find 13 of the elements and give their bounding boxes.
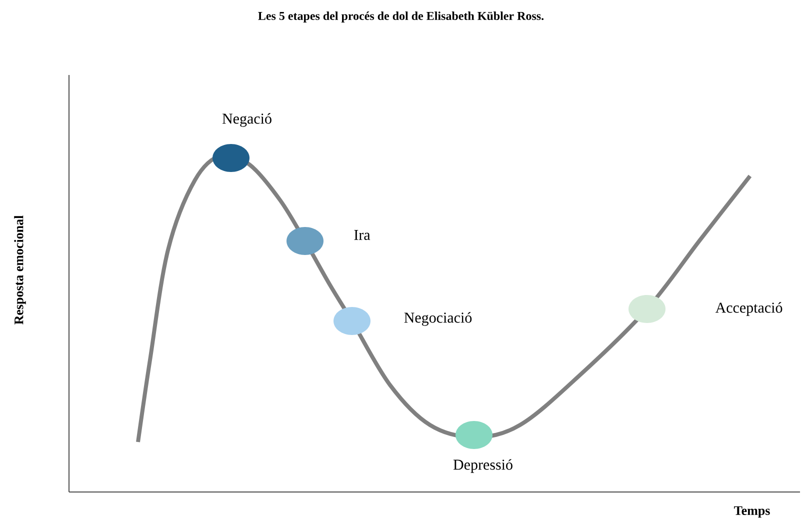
stage-label: Acceptació bbox=[715, 302, 782, 316]
stage-label: Ira bbox=[354, 230, 370, 240]
stage-label: Negociació bbox=[404, 312, 472, 326]
stage-circle bbox=[628, 295, 666, 323]
stage-circle bbox=[286, 227, 324, 255]
axis-label: Temps bbox=[734, 506, 770, 518]
stage-label: Negació bbox=[222, 113, 272, 127]
stage-circle bbox=[456, 421, 492, 449]
title: Les 5 etapes del procés de dol de Elisabeth Kübler Ross. bbox=[258, 12, 544, 22]
stage-circle bbox=[212, 144, 250, 172]
stage-circle bbox=[334, 307, 370, 335]
axis-label: Resposta emocional bbox=[14, 216, 26, 324]
stage-label: Depressió bbox=[453, 459, 512, 473]
